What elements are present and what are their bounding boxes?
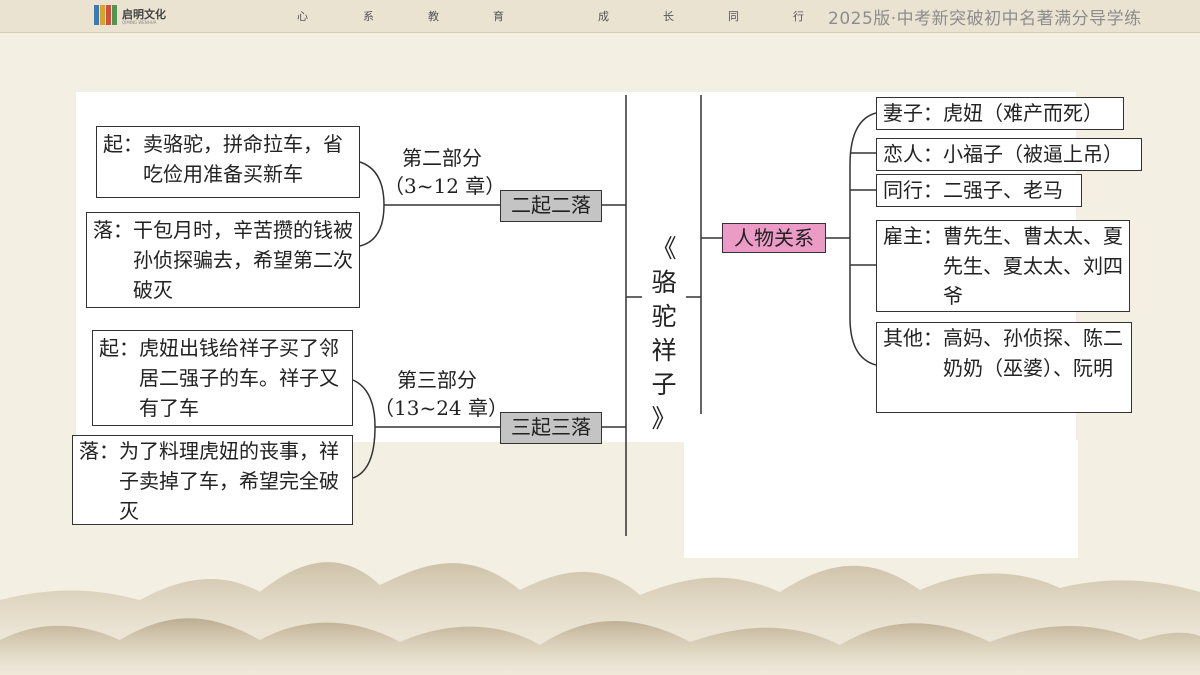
fall-text: 为了料理虎妞的丧事，祥子卖掉了车，希望完全破灭 [119, 439, 339, 523]
relation-text: 二强子、老马 [943, 178, 1063, 202]
relation-item: 雇主： 曹先生、曹太太、夏先生、夏太太、刘四爷 [876, 220, 1130, 312]
rise-label: 起： [103, 132, 143, 156]
relation-item: 恋人： 小福子（被逼上吊） [876, 138, 1142, 171]
relation-label: 雇主： [883, 224, 943, 248]
relation-label: 恋人： [883, 142, 943, 166]
book-title: 《 骆 驼 祥 子 》 [642, 232, 686, 436]
content-panel-lower [684, 440, 1078, 558]
part3-name: 第三部分 [397, 368, 477, 392]
title-char: 骆 [651, 268, 677, 297]
slogan-char: 心 [297, 10, 308, 23]
relation-text: 小福子（被逼上吊） [943, 142, 1123, 166]
logo-subtext: QIMING WENHUA [122, 20, 157, 25]
part2-range: （3~12 章） [384, 174, 506, 198]
relation-label: 同行： [883, 178, 943, 202]
fall-text: 干包月时，辛苦攒的钱被孙侦探骗去，希望第二次破灭 [133, 218, 353, 302]
part2-tag: 二起二落 [500, 190, 602, 222]
part3-fall-box: 落： 为了料理虎妞的丧事，祥子卖掉了车，希望完全破灭 [72, 435, 353, 525]
slogan-char: 行 [793, 10, 804, 23]
relation-item: 其他： 高妈、孙侦探、陈二奶奶（巫婆）、阮明 [876, 322, 1132, 413]
relation-label: 其他： [883, 326, 943, 350]
rise-text: 虎妞出钱给祥子买了邻居二强子的车。祥子又有了车 [139, 336, 339, 420]
part2-name: 第二部分 [402, 146, 482, 170]
title-char: 》 [651, 404, 677, 433]
fall-label: 落： [79, 439, 119, 463]
relation-item: 同行： 二强子、老马 [876, 174, 1082, 207]
header-bar: 启明文化 QIMING WENHUA 心 系 教 育 成 长 同 行 2025版… [0, 0, 1200, 33]
logo: 启明文化 QIMING WENHUA [94, 3, 174, 29]
relation-text: 曹先生、曹太太、夏先生、夏太太、刘四爷 [943, 224, 1123, 308]
slogan-char: 育 [493, 10, 504, 23]
part3-tag: 三起三落 [500, 412, 602, 444]
part3-label: 第三部分 （13~24 章） [374, 366, 509, 422]
slogan-char: 同 [728, 10, 739, 23]
part3-rise-box: 起： 虎妞出钱给祥子买了邻居二强子的车。祥子又有了车 [92, 330, 353, 426]
relation-item: 妻子： 虎妞（难产而死） [876, 97, 1124, 130]
slogan-char: 教 [428, 10, 439, 23]
rise-label: 起： [99, 336, 139, 360]
relation-text: 虎妞（难产而死） [943, 101, 1103, 125]
title-char: 祥 [651, 336, 677, 365]
part2-fall-box: 落： 干包月时，辛苦攒的钱被孙侦探骗去，希望第二次破灭 [86, 212, 360, 308]
title-char: 《 [651, 234, 677, 263]
fall-label: 落： [93, 218, 133, 242]
slogan-char: 成 [598, 10, 609, 23]
title-char: 驼 [651, 302, 677, 331]
title-char: 子 [651, 370, 677, 399]
part2-rise-box: 起： 卖骆驼，拼命拉车，省吃俭用准备买新车 [96, 126, 360, 198]
rise-text: 卖骆驼，拼命拉车，省吃俭用准备买新车 [143, 132, 343, 186]
logo-text: 启明文化 [122, 8, 166, 21]
relations-tag: 人物关系 [722, 223, 826, 253]
slogan-char: 系 [363, 10, 374, 23]
relation-text: 高妈、孙侦探、陈二奶奶（巫婆）、阮明 [943, 326, 1123, 380]
relation-label: 妻子： [883, 101, 943, 125]
part3-range: （13~24 章） [374, 396, 509, 420]
slogan-char: 长 [663, 10, 674, 23]
part2-label: 第二部分 （3~12 章） [384, 144, 506, 200]
series-title: 2025版·中考新突破初中名著满分导学练 [828, 9, 1142, 29]
